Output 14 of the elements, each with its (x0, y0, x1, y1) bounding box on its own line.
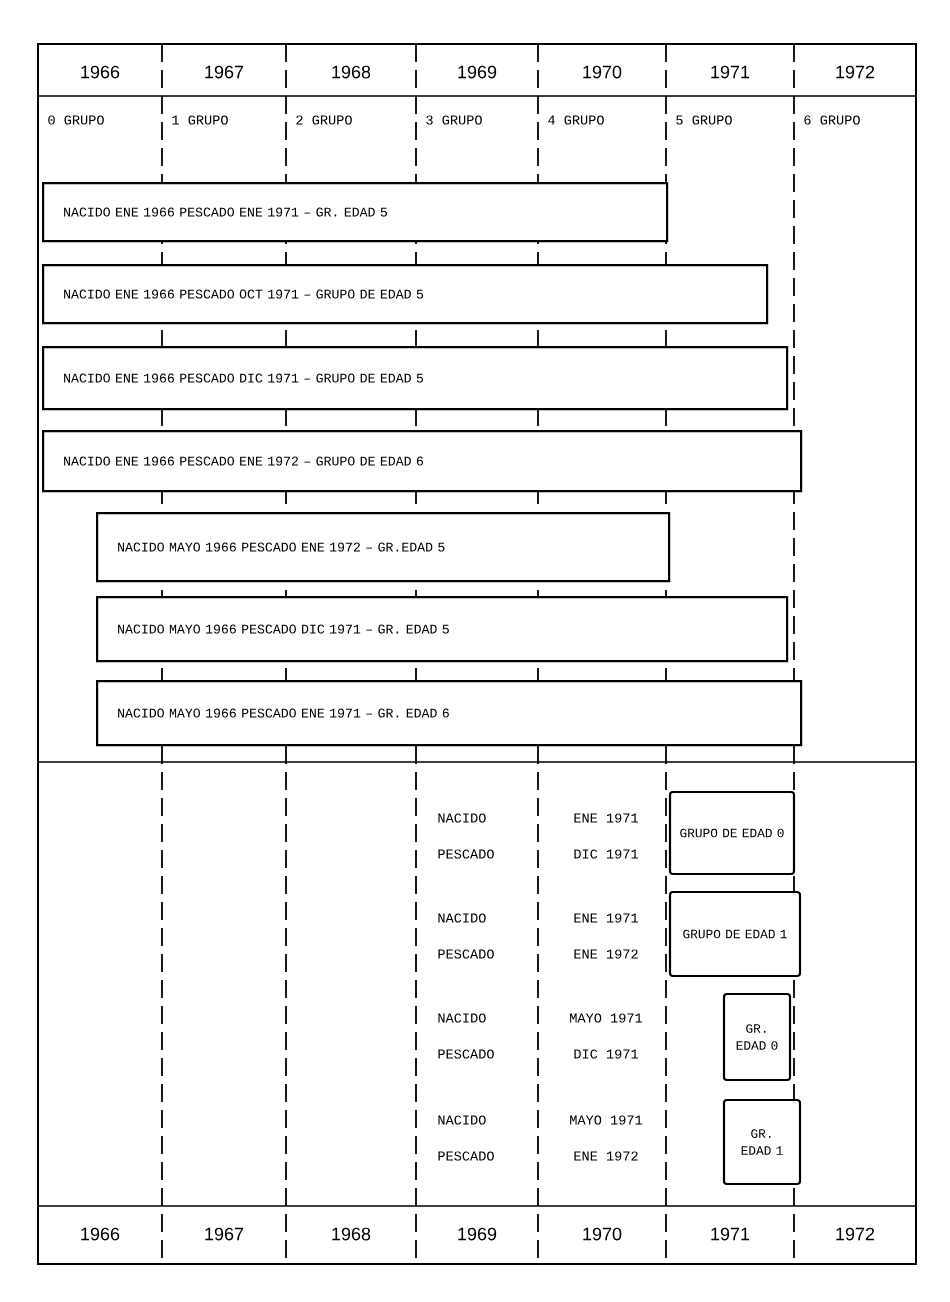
year-label: 1971 (711, 1227, 750, 1241)
year-label: 1970 (583, 1227, 622, 1241)
year-label: 1969 (458, 1227, 497, 1241)
year-label: 1966 (81, 1227, 120, 1241)
year-label: 1966 (81, 65, 120, 79)
year-label: 1970 (583, 65, 622, 79)
year-label: 1972 (836, 1227, 875, 1241)
year-label: 1969 (458, 65, 497, 79)
year-label: 1968 (332, 65, 371, 79)
year-label: 1967 (205, 65, 244, 79)
year-label: 1971 (711, 65, 750, 79)
year-label: 1967 (205, 1227, 244, 1241)
year-label: 1972 (836, 65, 875, 79)
year-label: 1968 (332, 1227, 371, 1241)
